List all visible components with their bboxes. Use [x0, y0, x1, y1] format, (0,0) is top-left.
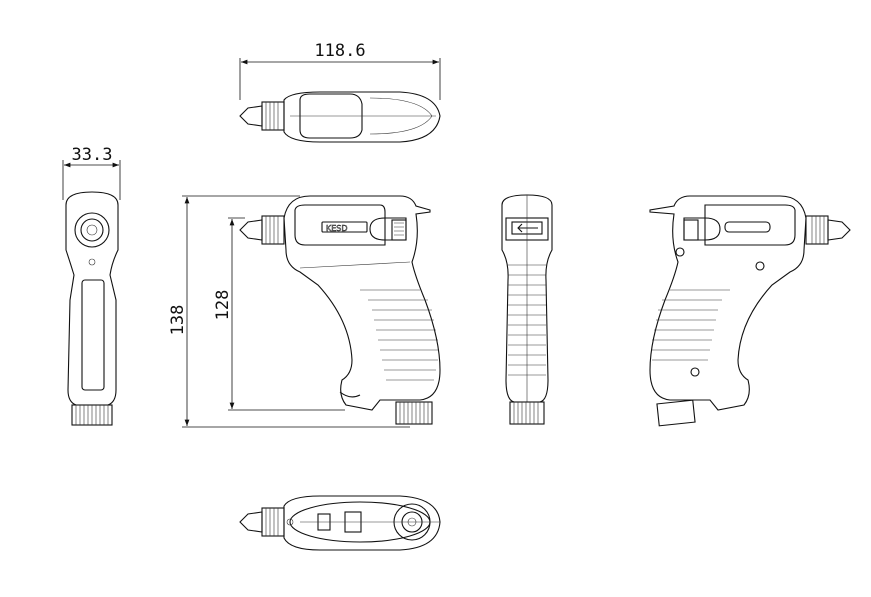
bottom-view: [239, 495, 441, 551]
side-view-right: [649, 195, 851, 427]
front-view: 33.3: [62, 145, 121, 426]
width-dimension-label: 33.3: [72, 145, 113, 165]
brand-logo: KESD: [326, 224, 348, 233]
height-dimension-label: 138: [168, 305, 188, 336]
rear-view: [501, 194, 553, 425]
side-view-left: 138 128 KESD: [168, 195, 441, 428]
length-dimension-label: 118.6: [314, 41, 365, 61]
top-view: 118.6: [239, 41, 441, 143]
base-height-dimension-label: 128: [213, 290, 233, 321]
